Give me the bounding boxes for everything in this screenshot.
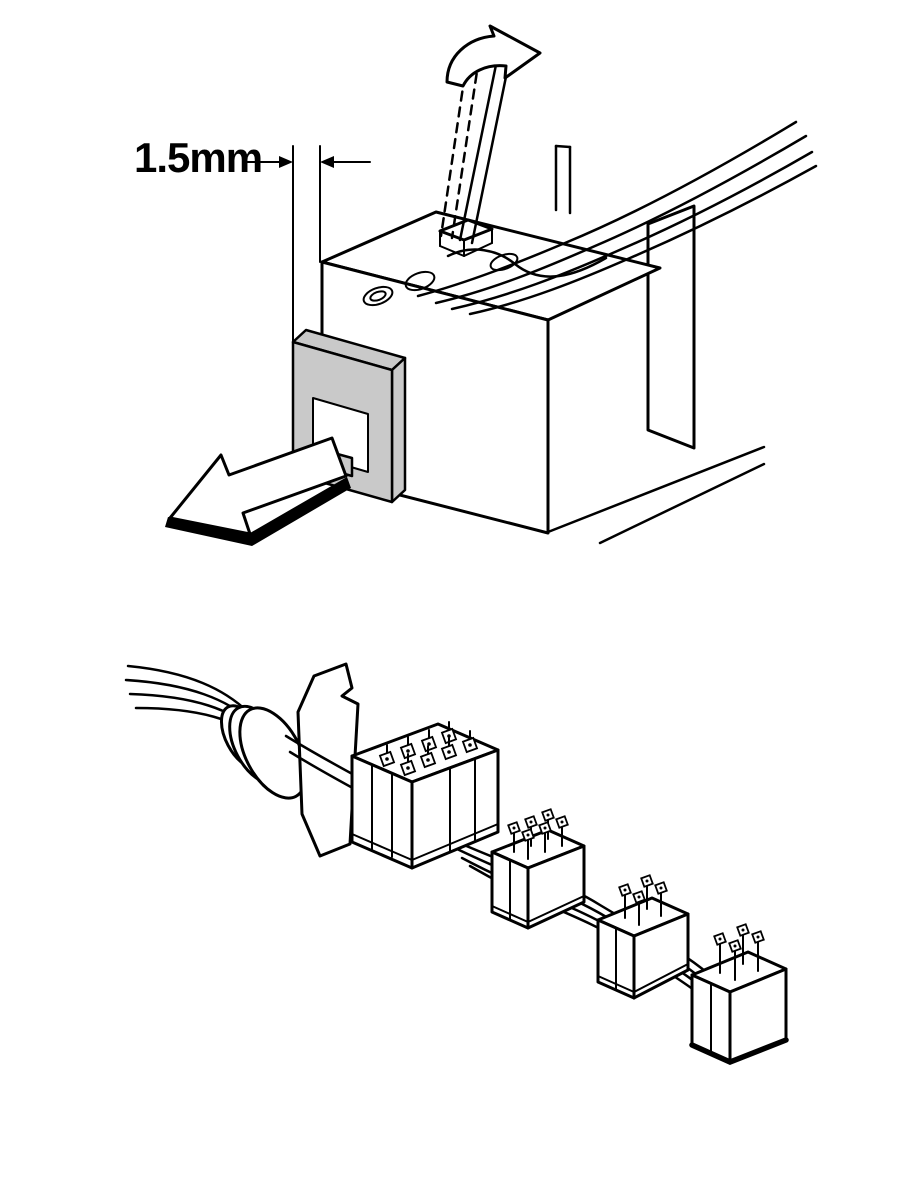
removal-arrow-icon xyxy=(165,436,351,546)
grommet xyxy=(219,704,308,800)
wire xyxy=(446,248,608,278)
pins xyxy=(507,808,569,860)
dimension-label: 1.5mm xyxy=(134,134,262,181)
connector-3 xyxy=(596,874,690,1000)
dimension-arrow-right xyxy=(320,156,334,168)
harness-wires xyxy=(416,120,818,316)
connector-4 xyxy=(689,923,789,1065)
pins xyxy=(618,874,668,926)
dimension: 1.5mm xyxy=(134,134,371,342)
connector-1 xyxy=(350,721,500,870)
pins xyxy=(378,721,479,777)
wire xyxy=(450,150,814,311)
rotation-arrow-icon xyxy=(445,24,542,88)
wire xyxy=(284,734,358,778)
pins xyxy=(713,923,765,981)
bottom-figure xyxy=(124,662,789,1065)
wire xyxy=(434,134,808,305)
mount-panel xyxy=(546,144,766,545)
top-figure: 1.5mm xyxy=(134,24,818,546)
connector-2 xyxy=(490,808,586,930)
dimension-arrow-left xyxy=(279,156,293,168)
wire xyxy=(468,164,818,316)
wire xyxy=(416,120,798,298)
wire xyxy=(126,664,250,714)
